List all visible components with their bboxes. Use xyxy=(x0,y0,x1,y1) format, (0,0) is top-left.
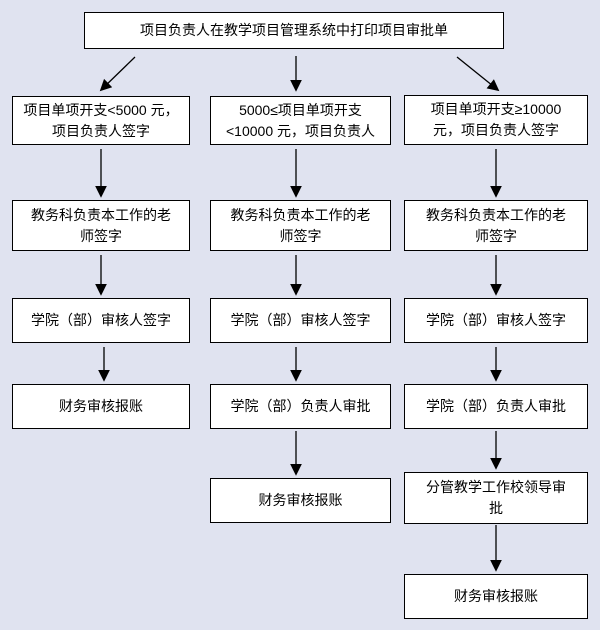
flow-node-right-school-leader-approve: 分管教学工作校领导审 批 xyxy=(404,472,588,524)
arrow-root-to-left-condition xyxy=(99,56,136,92)
flow-node-condition-5000-to-10000: 5000≤项目单项开支 <10000 元，项目负责人 xyxy=(210,96,391,145)
flow-node-left-college-reviewer-sign: 学院（部）审核人签字 xyxy=(12,298,190,343)
arrow-root-to-right-condition xyxy=(456,56,500,92)
flow-node-middle-finance-reimburse: 财务审核报账 xyxy=(210,478,391,523)
flow-node-middle-college-reviewer-sign: 学院（部）审核人签字 xyxy=(210,298,391,343)
flow-node-condition-over-10000: 项目单项开支≥10000 元，项目负责人签字 xyxy=(404,95,588,145)
flow-node-left-teacher-sign: 教务科负责本工作的老 师签字 xyxy=(12,200,190,251)
flow-node-right-teacher-sign: 教务科负责本工作的老 师签字 xyxy=(404,200,588,251)
flow-node-print-approval-form: 项目负责人在教学项目管理系统中打印项目审批单 xyxy=(84,12,504,49)
flow-node-condition-under-5000: 项目单项开支<5000 元， 项目负责人签字 xyxy=(12,96,190,145)
flow-node-right-college-reviewer-sign: 学院（部）审核人签字 xyxy=(404,298,588,343)
flow-node-left-finance-reimburse: 财务审核报账 xyxy=(12,384,190,429)
flow-node-right-finance-reimburse: 财务审核报账 xyxy=(404,574,588,619)
flow-node-middle-teacher-sign: 教务科负责本工作的老 师签字 xyxy=(210,200,391,251)
flow-node-right-college-head-approve: 学院（部）负责人审批 xyxy=(404,384,588,429)
flow-node-middle-college-head-approve: 学院（部）负责人审批 xyxy=(210,384,391,429)
